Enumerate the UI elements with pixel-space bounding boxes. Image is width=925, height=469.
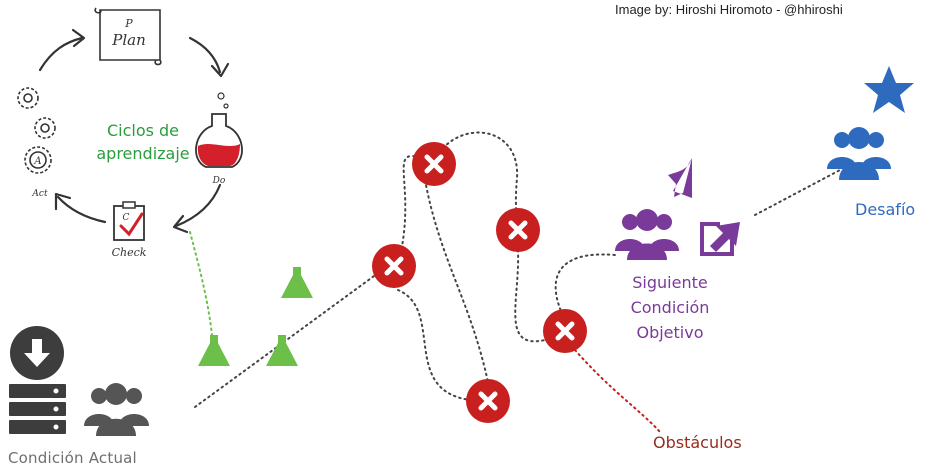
- next-target-label: Siguiente Condición Objetivo: [615, 270, 725, 345]
- path-line-next-to-challenge: [754, 169, 841, 216]
- obstacle-x-icon: [412, 142, 456, 186]
- challenge-icons: [827, 66, 914, 180]
- half-star-icon: [668, 158, 692, 198]
- arrow-plan-to-do: [188, 36, 222, 74]
- learning-cycles-text: Ciclos de aprendizaje: [96, 121, 190, 163]
- check-label: Check: [112, 246, 147, 259]
- obstacle-x-icon: [543, 309, 587, 353]
- path-line-d: [397, 289, 471, 401]
- learning-cycles-label: Ciclos de aprendizaje: [93, 119, 193, 165]
- download-circle-icon: [10, 326, 64, 380]
- experiment-flasks: [198, 267, 313, 366]
- current-condition-label: Condición Actual: [8, 449, 137, 467]
- path-line-a: [397, 155, 433, 266]
- arrow-do-to-check-head: [172, 214, 189, 234]
- plan-label: Plan: [111, 31, 146, 49]
- arrow-act-to-plan-head: [71, 28, 86, 48]
- path-line-e: [514, 249, 546, 343]
- connection-lines: [189, 131, 841, 433]
- path-line-obstacles: [574, 349, 661, 433]
- next-target-text: Siguiente Condición Objetivo: [630, 273, 710, 342]
- obstacle-x-icon: [466, 379, 510, 423]
- obstacle-x-icon: [372, 244, 416, 288]
- plan-scroll-icon: [94, 7, 162, 66]
- flask-icon: [281, 267, 313, 298]
- image-credit: Image by: Hiroshi Hiromoto - @hhiroshi: [615, 2, 843, 17]
- current-condition-icons: [9, 326, 149, 436]
- next-target-icons: [615, 158, 740, 260]
- arrow-check-to-act: [56, 195, 107, 224]
- flask-icon: [198, 335, 230, 366]
- team-icon: [615, 209, 679, 260]
- arrow-act-to-plan: [38, 36, 84, 72]
- act-letter: A: [33, 156, 41, 167]
- pdca-cycle: P Plan Do C Check A Act: [17, 7, 243, 259]
- external-link-icon: [700, 222, 740, 256]
- plan-letter: P: [124, 17, 133, 30]
- obstacle-markers: [372, 142, 587, 423]
- server-stack-icon: [9, 384, 66, 434]
- obstacle-x-icon: [496, 208, 540, 252]
- arrow-check-to-act-head: [54, 192, 72, 211]
- challenge-label: Desafío: [855, 200, 916, 219]
- do-label: Do: [212, 176, 226, 186]
- path-line-c: [424, 179, 489, 383]
- arrow-plan-to-do-head: [210, 62, 230, 78]
- flask-icon: [266, 335, 298, 366]
- check-letter: C: [123, 213, 130, 223]
- obstacles-label: Obstáculos: [653, 433, 742, 452]
- act-gears-icon: [17, 87, 56, 174]
- cycle-arrows: [38, 28, 230, 234]
- act-label: Act: [31, 189, 48, 199]
- path-line-current-to-first: [194, 267, 386, 408]
- star-icon: [864, 66, 914, 113]
- team-icon: [827, 127, 891, 180]
- path-line-f: [554, 253, 616, 321]
- do-flask-icon: [195, 92, 243, 168]
- path-line-b: [442, 131, 519, 229]
- arrow-do-to-check: [174, 183, 222, 228]
- path-line-cycle-to-flask: [189, 231, 213, 336]
- check-clipboard-icon: [113, 201, 145, 241]
- team-icon: [84, 383, 149, 436]
